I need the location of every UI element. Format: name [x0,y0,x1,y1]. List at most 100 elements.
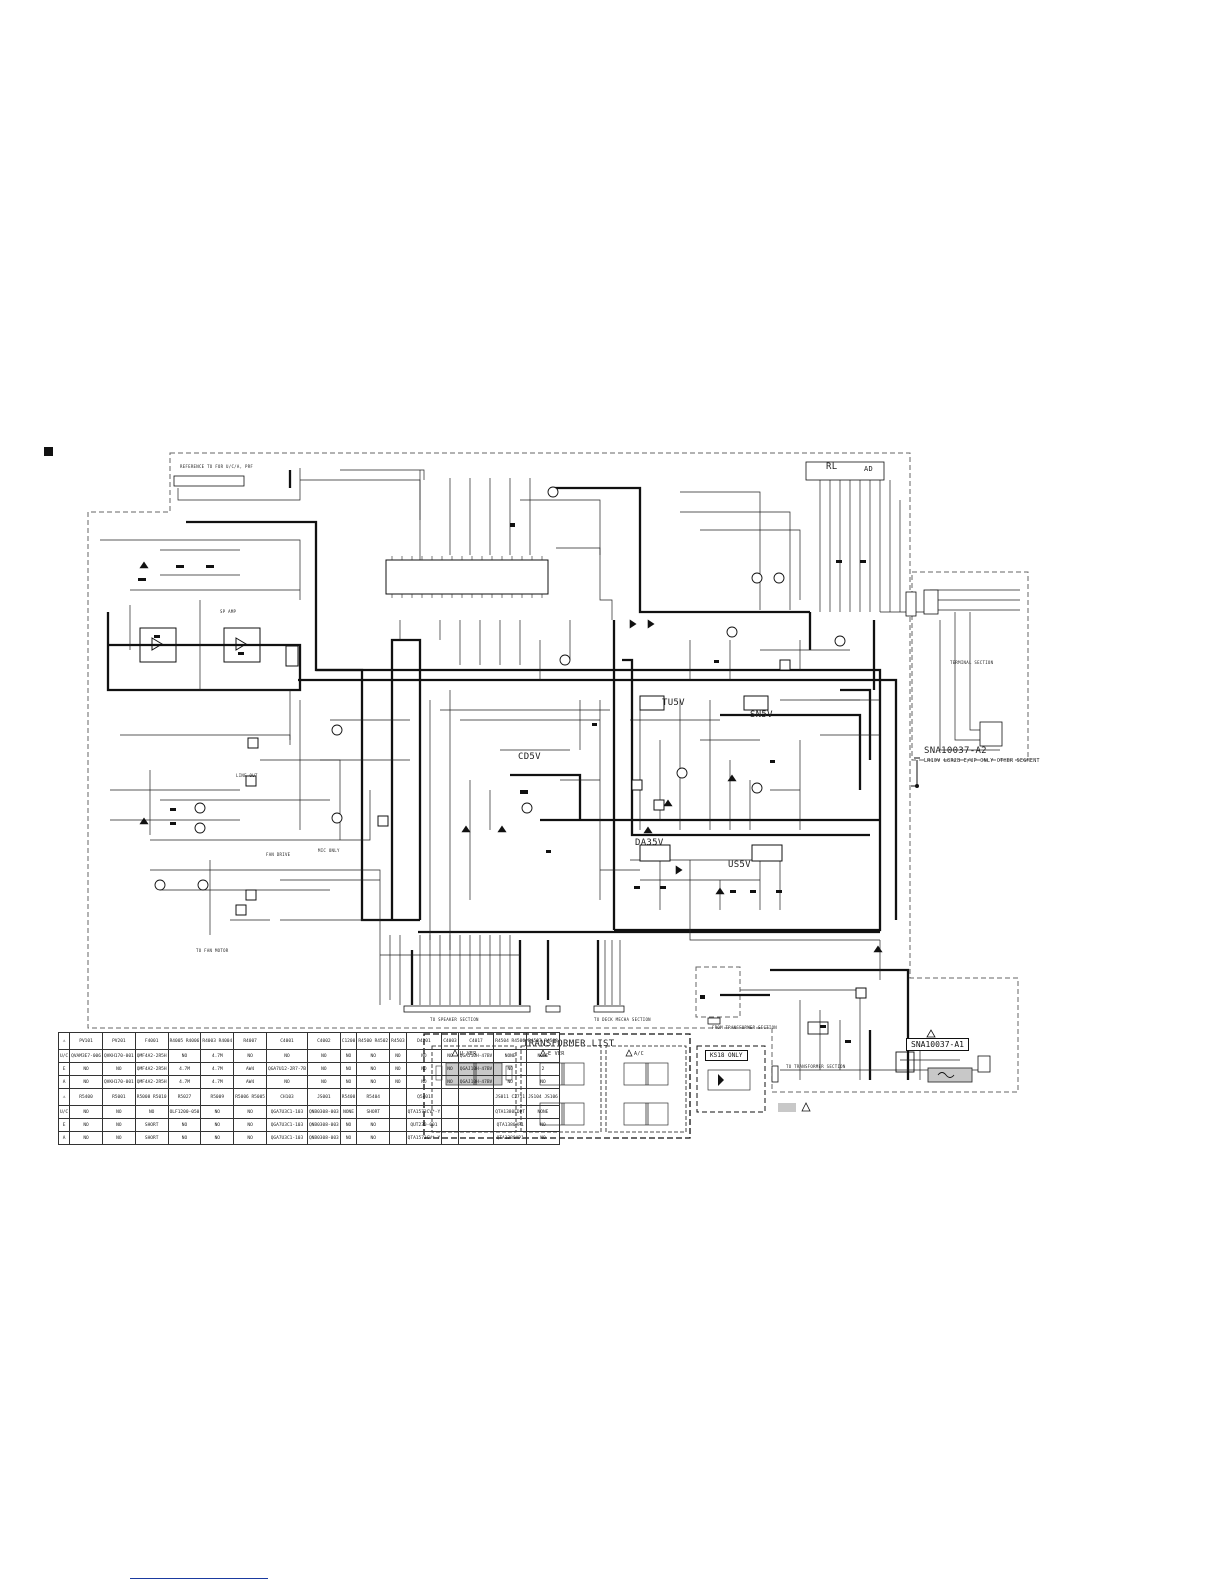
main-ic [385,556,549,598]
table-cell: 4.7M [200,1062,235,1076]
table-cell: A [57,1075,71,1089]
table-cell: QMF4A2-2R5H [134,1075,169,1089]
table-cell: NO [69,1131,103,1145]
section-marker [44,447,53,456]
table-cell: QTA1573CV*-Y [405,1131,443,1145]
table-cell: NO [233,1131,268,1145]
table-cell [457,1105,495,1119]
table-cell: NO [233,1105,268,1119]
table-cell: QVAM3E7-006 [69,1049,103,1063]
table-cell: R5404 [356,1088,391,1106]
table-cell: R5006 R5005 [233,1088,268,1106]
warning-icon [926,1029,936,1038]
table-cell: NO [266,1049,308,1063]
table-cell: NONE [526,1049,560,1063]
table-cell: JS104 JS106 [526,1088,560,1106]
table-cell: NO [167,1049,202,1063]
ad-ver-label: A/C [634,1051,644,1057]
rail-tu5v-label: TU5V [662,698,685,708]
table-cell: PV101 [69,1032,103,1050]
connector-ad-label: AD [864,465,874,473]
a2-pointer-dot [915,784,919,788]
table-cell: SHORT [134,1131,169,1145]
table-cell: QTA1380AP1 [493,1131,528,1145]
table-cell: OLF1200-050 [167,1105,202,1119]
table-cell: NO [306,1049,341,1063]
to-fan-motor-label: TO FAN MOTOR [196,948,229,953]
table-cell: NO [69,1105,103,1119]
table-cell: QNB0308-003 [306,1118,341,1132]
table-cell: 4.7M [200,1049,235,1063]
table-cell: NONE [493,1049,528,1063]
table-cell: NO [167,1131,202,1145]
table-cell: ⚠ [57,1088,71,1106]
table-cell: R5008 R5010 [134,1088,169,1106]
table-cell [457,1088,495,1106]
table-cell: JS011 C2711 [493,1088,528,1106]
table-cell: QNB0308-003 [306,1131,341,1145]
table-cell: E [57,1118,71,1132]
table-cell: NO [339,1131,358,1145]
table-cell: QGAJ10H-47BV [457,1062,495,1076]
table-cell: QTA1573CV*-Y [405,1105,443,1119]
table-cell: NO [266,1075,308,1089]
rail-cd5v-label: CD5V [518,752,541,762]
diodes [139,561,883,953]
to-speaker-label: TO SPEAKER SECTION [430,1017,479,1022]
table-cell: QGA7U12-2R7-7B [266,1062,308,1076]
table-cell: NO [356,1131,391,1145]
table-cell: NO [101,1062,136,1076]
table-cell: 4.7M [167,1075,202,1089]
table-cell: R5400 [69,1088,103,1106]
table-cell: NO [306,1075,341,1089]
page-footer-link-line [130,1578,268,1579]
table-cell: R5400 [339,1088,358,1106]
transistors [154,486,846,891]
table-cell: QMF4A2-2R5H [134,1062,169,1076]
table-cell: NO [493,1062,528,1076]
table-cell: NO [493,1075,528,1089]
table-cell: NO [526,1118,560,1132]
table-cell: R4503 [389,1032,407,1050]
table-cell: NO [526,1131,560,1145]
table-cell: SHORT [356,1105,391,1119]
table-cell: QGA7U3C1-103 [266,1118,308,1132]
rail-sn5v-label: SN5V [750,710,773,720]
mic-only-label: MIC ONLY [318,848,340,853]
fan-drive-label: FAN DRIVE [266,852,291,857]
table-cell: NO [134,1105,169,1119]
table-cell: NO [356,1062,391,1076]
table-cell: Q5401 [405,1088,443,1106]
table-cell [441,1118,459,1132]
table-cell: QTA1380AP1 [493,1118,528,1132]
table-cell [389,1118,407,1132]
table-cell: NO [339,1075,358,1089]
table-cell: NO [339,1049,358,1063]
a1-board-parts [807,1021,973,1083]
table-cell: R4007 [233,1032,268,1050]
table-cell: C4017 [457,1032,495,1050]
table-cell: A [57,1131,71,1145]
table-cell: NO [167,1118,202,1132]
table-cell [441,1088,459,1106]
table-cell: 4.7M [167,1062,202,1076]
a2-pointer [911,757,920,787]
table-cell: JS001 [306,1088,341,1106]
table-cell: QVKH170-001 [101,1075,136,1089]
table-cell: ⚠ [57,1032,71,1050]
terminal-section-label: TERMINAL SECTION [950,660,994,665]
table-cell: SHORT [134,1118,169,1132]
table-cell: PV201 [101,1032,136,1050]
table-cell: NO [356,1049,391,1063]
table-cell: NO [389,1062,407,1076]
table-cell: AW4 [233,1075,268,1089]
board-a2-label: SNA10037-A2 [924,746,987,756]
board-a1-label: SNA10037-A1 [906,1038,969,1051]
table-cell: C4001 [266,1032,308,1050]
from-transformer-label: FROM TRANSFORMER SECTION [712,1025,777,1030]
table-cell [457,1118,495,1132]
table-cell: R4003 R4004 [200,1032,235,1050]
